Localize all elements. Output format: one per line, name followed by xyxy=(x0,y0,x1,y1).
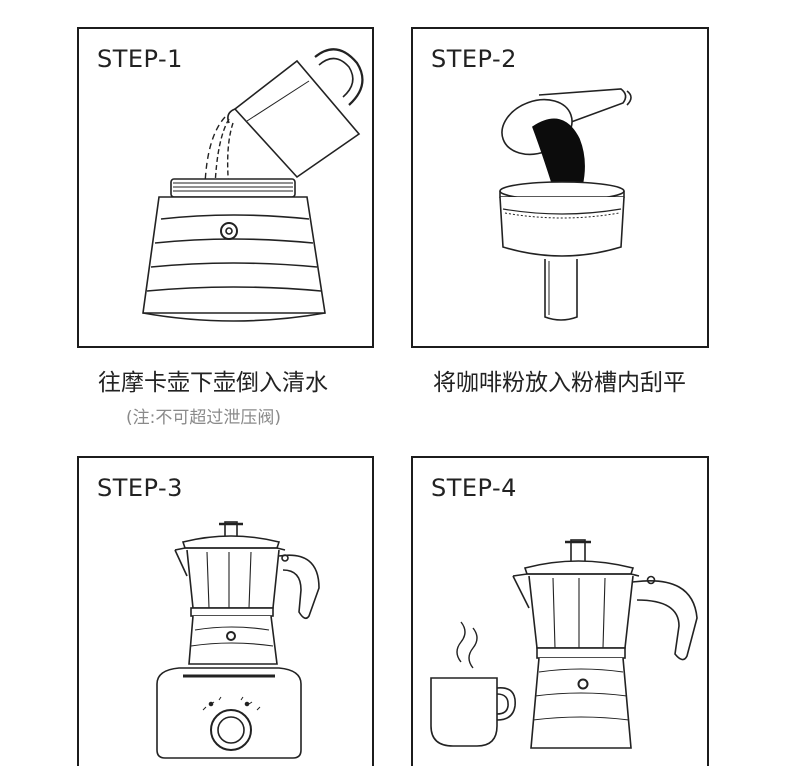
step-2-panel: STEP-2 xyxy=(411,27,709,348)
filter-funnel xyxy=(500,182,624,320)
moka-base-chamber xyxy=(143,179,325,321)
step-2-caption: 将咖啡粉放入粉槽内刮平 xyxy=(433,366,703,401)
step-4-panel: STEP-4 xyxy=(411,456,709,766)
step-1-note: (注:不可超过泄压阀) xyxy=(126,403,281,428)
serve-coffee-illustration xyxy=(413,458,709,766)
fill-coffee-grounds-illustration xyxy=(413,29,709,348)
electric-stove xyxy=(157,668,301,758)
step-1-panel: STEP-1 xyxy=(77,27,374,348)
moka-pot xyxy=(175,522,319,664)
step-3-panel: STEP-3 xyxy=(77,456,374,766)
step-1-caption: 往摩卡壶下壶倒入清水 xyxy=(98,366,368,401)
pour-water-into-base-illustration xyxy=(79,29,374,348)
pitcher-icon xyxy=(228,49,363,177)
moka-pot xyxy=(513,540,697,748)
heat-on-stove-illustration xyxy=(79,458,374,766)
coffee-cup-icon xyxy=(431,678,515,746)
steam-icon xyxy=(457,622,477,668)
